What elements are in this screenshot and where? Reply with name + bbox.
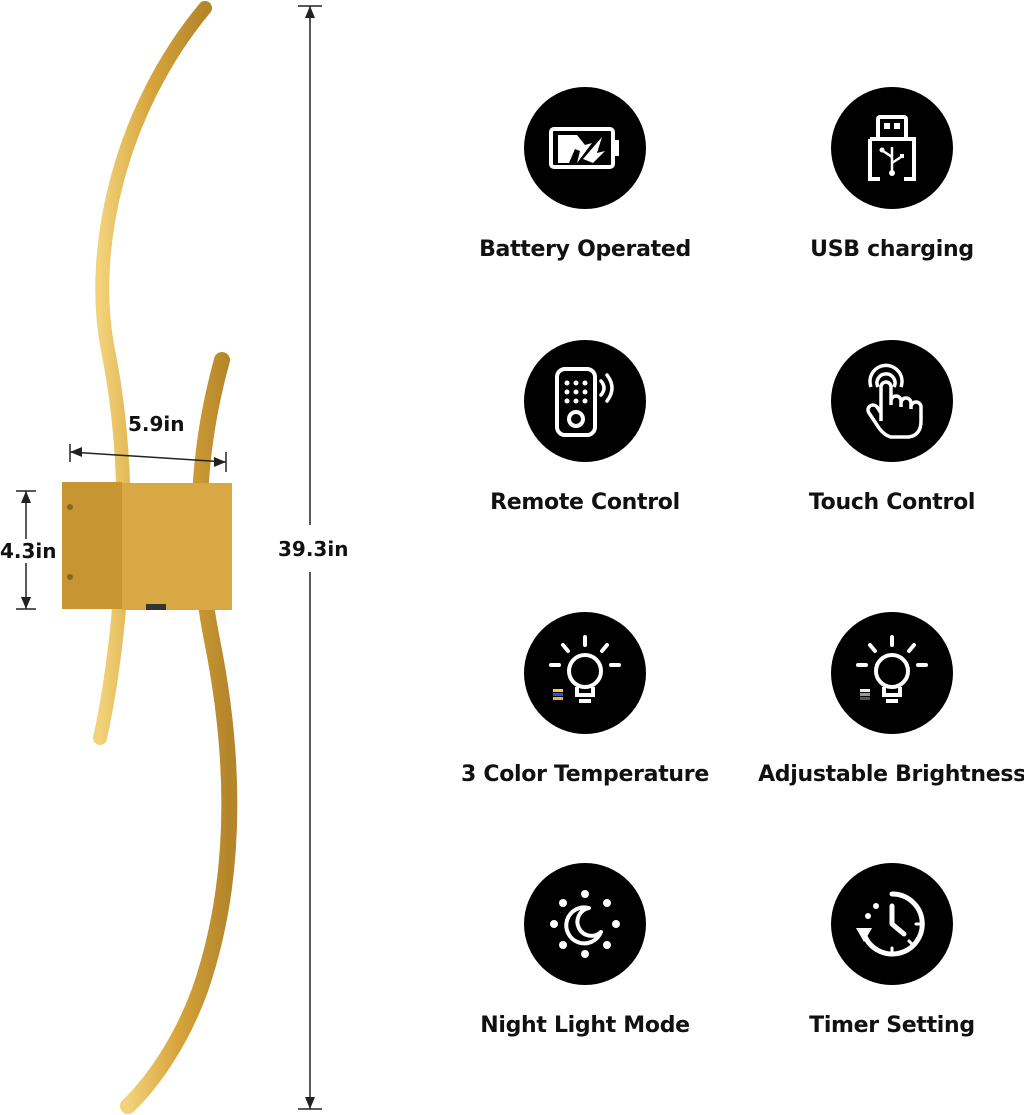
remote-control-icon — [524, 340, 646, 462]
lamp-illustration — [16, 1, 322, 1114]
feature-label: Touch Control — [808, 490, 976, 515]
mount-box — [122, 483, 232, 610]
feature-label: Night Light Mode — [480, 1013, 690, 1038]
wall-plate-side — [62, 482, 122, 609]
feature-label: Battery Operated — [479, 237, 691, 262]
feature-battery-operated: Battery Operated — [435, 87, 735, 262]
feature-label: 3 Color Temperature — [461, 762, 709, 787]
feature-night-light-mode: Night Light Mode — [435, 863, 735, 1038]
plate-height-dimension-label: 4.3in — [0, 539, 57, 563]
feature-touch-control: Touch Control — [742, 340, 1024, 515]
feature-label: USB charging — [810, 237, 974, 262]
feature-label: Timer Setting — [809, 1013, 975, 1038]
total-height-dimension-label: 39.3in — [278, 537, 349, 561]
feature-timer-setting: Timer Setting — [742, 863, 1024, 1038]
bulb-color-icon — [524, 612, 646, 734]
touch-hand-icon — [831, 340, 953, 462]
feature-usb-charging: USB charging — [742, 87, 1024, 262]
usb-icon — [831, 87, 953, 209]
feature-label: Remote Control — [490, 490, 680, 515]
moon-icon — [524, 863, 646, 985]
lamp-upper-arm — [93, 1, 212, 745]
lamp-lower-arm — [120, 352, 238, 1114]
feature-remote-control: Remote Control — [435, 340, 735, 515]
feature-adjustable-brightness: Adjustable Brightness — [742, 612, 1024, 787]
bulb-brightness-icon — [831, 612, 953, 734]
feature-3-color-temperature: 3 Color Temperature — [435, 612, 735, 787]
timer-icon — [831, 863, 953, 985]
width-dimension-label: 5.9in — [128, 412, 185, 436]
battery-charging-icon — [524, 87, 646, 209]
feature-label: Adjustable Brightness — [758, 762, 1024, 787]
